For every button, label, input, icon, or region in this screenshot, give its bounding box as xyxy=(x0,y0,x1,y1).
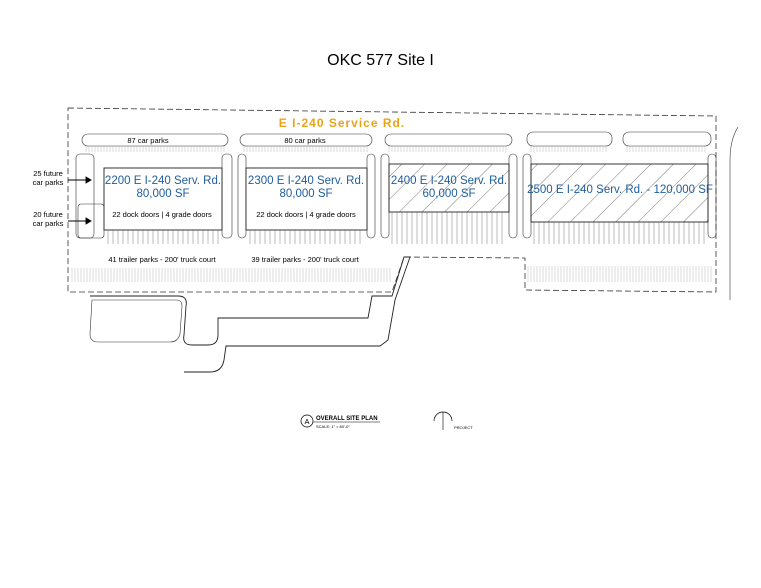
trailer-parking-ticks xyxy=(71,266,712,282)
building-2400 xyxy=(388,163,510,213)
road-edge xyxy=(729,126,739,300)
trailer-parks-label-2: 39 trailer parks - 200' truck court xyxy=(251,255,359,264)
section-marker-icon xyxy=(300,414,314,428)
access-road xyxy=(90,256,411,373)
building-2400-address: 2400 E I-240 Serv. Rd. xyxy=(391,175,507,187)
car-parks-label-2: 80 car parks xyxy=(284,136,326,145)
building-2500 xyxy=(530,163,709,223)
parking-lot-left xyxy=(89,299,183,343)
arrow-icon xyxy=(68,176,92,225)
page-title: OKC 577 Site I xyxy=(327,52,434,69)
site-plan-legend: A OVERALL SITE PLAN SCALE: 1" = 80'-0" P… xyxy=(300,411,473,430)
section-marker: A xyxy=(304,417,309,426)
top-parking-rows xyxy=(81,131,712,147)
building-2200-address: 2200 E I-240 Serv. Rd. xyxy=(105,175,221,187)
dock-door-ticks xyxy=(107,212,705,244)
building-2200-area: 80,000 SF xyxy=(136,188,189,200)
building-2300-doors: 22 dock doors | 4 grade doors xyxy=(256,210,356,219)
future-parks-1-line1: 25 future xyxy=(33,169,63,178)
building-2500-address: 2500 E I-240 Serv. Rd. - 120,000 SF xyxy=(527,184,713,196)
building-2300-address: 2300 E I-240 Serv. Rd. xyxy=(248,175,364,187)
legend-title: OVERALL SITE PLAN xyxy=(316,416,378,422)
legend-scale: SCALE: 1" = 80'-0" xyxy=(316,424,350,429)
top-parking-ticks xyxy=(85,146,706,152)
north-label: PROJECT xyxy=(454,425,473,430)
building-2200 xyxy=(103,167,223,231)
future-parks-1-line2: car parks xyxy=(33,178,64,187)
trailer-parks-label-1: 41 trailer parks - 200' truck court xyxy=(108,255,216,264)
building-2300-area: 80,000 SF xyxy=(279,188,332,200)
future-parks-2-line2: car parks xyxy=(33,219,64,228)
car-parks-label-1: 87 car parks xyxy=(127,136,169,145)
road-label: E I-240 Service Rd. xyxy=(279,116,405,130)
future-parks-2-line1: 20 future xyxy=(33,210,63,219)
building-2400-area: 60,000 SF xyxy=(422,188,475,200)
building-2200-doors: 22 dock doors | 4 grade doors xyxy=(112,210,212,219)
building-2300 xyxy=(245,167,368,231)
